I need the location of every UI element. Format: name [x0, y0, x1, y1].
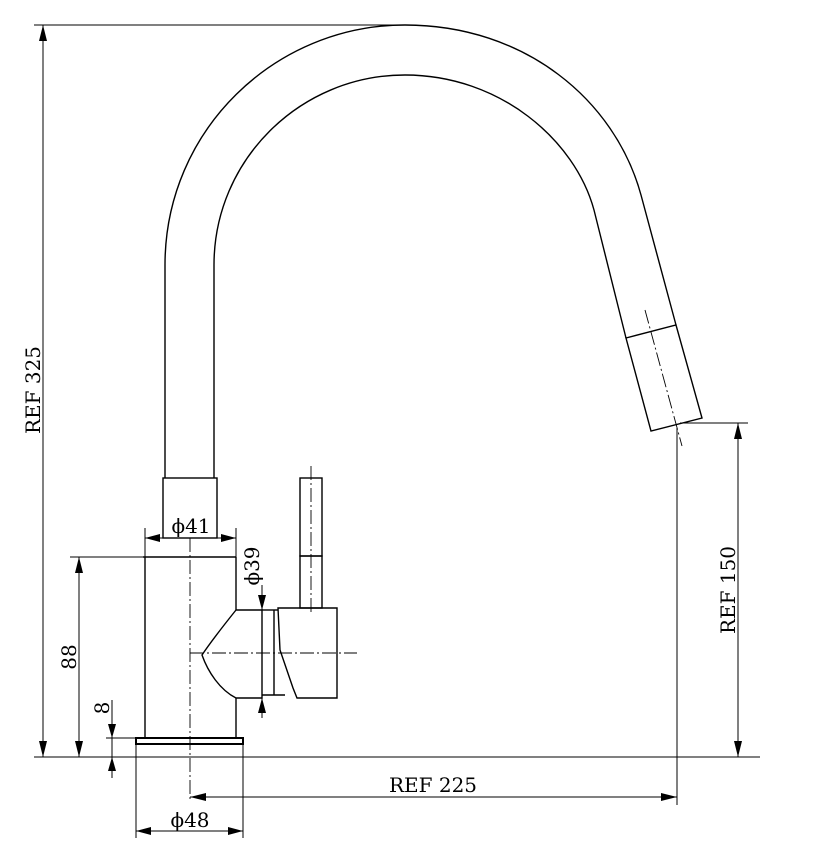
dim-reach-label: REF 225 [389, 773, 477, 797]
lever-handle [190, 466, 357, 699]
spout-inner-curve [213, 74, 627, 478]
dim-collar-diameter-label: ϕ39 [240, 546, 264, 585]
spray-head-centerline [644, 309, 683, 447]
dim-overall-height: REF 325 [21, 24, 760, 758]
dim-spout-height: REF 150 [680, 422, 748, 757]
cartridge-housing [201, 609, 263, 699]
base-plate [135, 737, 244, 745]
dim-body-height: 88 [57, 556, 145, 757]
dim-base-diameter-label: ϕ48 [170, 808, 209, 832]
dim-spout-height-label: REF 150 [716, 546, 740, 634]
dim-base-thickness: 8 [90, 700, 136, 778]
dim-body-height-label: 88 [57, 644, 81, 669]
dim-base-diameter: ϕ48 [135, 744, 244, 838]
lever-base [277, 607, 338, 699]
dim-overall-height-label: REF 325 [21, 346, 45, 434]
dim-body-diameter-label: ϕ41 [171, 514, 210, 538]
spout-outer-curve [164, 24, 677, 478]
spout [164, 24, 703, 478]
dim-base-thickness-label: 8 [90, 702, 114, 715]
dim-collar-diameter: ϕ39 [240, 546, 266, 718]
dim-reach: REF 225 [190, 428, 678, 805]
spray-head [625, 324, 703, 432]
dim-body-diameter: ϕ41 [144, 514, 237, 578]
